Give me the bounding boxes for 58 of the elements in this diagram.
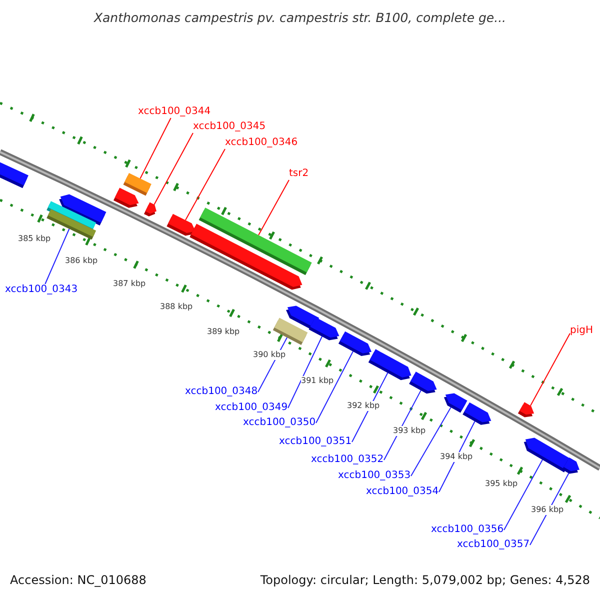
gene-feature [338, 331, 372, 356]
leader-line [410, 406, 452, 476]
gene-feature [272, 318, 308, 345]
gene-feature [409, 372, 437, 394]
leader-line [352, 372, 388, 442]
gene-feature [462, 402, 492, 425]
accession-text: Accession: NC_010688 [10, 573, 146, 588]
gene-feature [308, 317, 340, 340]
scale-label: 392 kbp [347, 401, 380, 411]
gene-feature [144, 202, 156, 216]
scale-label: 387 kbp [113, 279, 146, 289]
scale-label: 391 kbp [301, 376, 334, 386]
gene-feature [113, 188, 139, 208]
leader-line [140, 118, 172, 179]
gene-label: xccb100_0348 [185, 386, 258, 398]
scale-label: 393 kbp [393, 426, 426, 436]
leader-line [258, 180, 290, 236]
leader-line [154, 132, 194, 206]
scale-label: 386 kbp [65, 256, 98, 266]
gene-label: xccb100_0343 [5, 284, 78, 296]
leader-line [288, 336, 322, 408]
gene-label: pigH [570, 325, 593, 337]
gene-label: xccb100_0349 [215, 402, 288, 414]
gene-label: xccb100_0344 [138, 106, 211, 118]
leader-line [504, 459, 543, 530]
gene-label: xccb100_0352 [311, 454, 384, 466]
scale-label: 385 kbp [18, 234, 51, 244]
leader-line [44, 228, 70, 284]
gene-feature [368, 349, 412, 380]
leader-line [316, 350, 354, 424]
scale-label: 396 kbp [531, 505, 564, 515]
scale-label: 395 kbp [485, 479, 518, 489]
gene-feature [166, 214, 196, 236]
gene-label: xccb100_0351 [279, 436, 352, 448]
genome-summary-text: Topology: circular; Length: 5,079,002 bp; Genes: 4,528 [260, 573, 590, 588]
leader-line [438, 420, 476, 492]
scale-label: 390 kbp [253, 350, 286, 360]
leader-line [530, 332, 570, 406]
scale-label: 394 kbp [440, 452, 473, 462]
scale-label: 389 kbp [207, 327, 240, 337]
gene-feature [123, 173, 152, 196]
gene-label: xccb100_0354 [366, 486, 439, 498]
gene-feature [562, 457, 580, 474]
gene-feature [518, 402, 534, 418]
leader-line [530, 472, 570, 546]
gene-label: tsr2 [289, 168, 309, 180]
gene-label: xccb100_0346 [225, 137, 298, 149]
gene-feature [444, 393, 468, 413]
map-title: Xanthomonas campestris pv. campestris str. B100, complete ge... [92, 10, 508, 25]
scale-label: 388 kbp [160, 302, 193, 312]
leader-line [184, 148, 226, 221]
gene-label: xccb100_0345 [193, 121, 266, 133]
gene-label: xccb100_0350 [243, 417, 316, 429]
gene-label: xccb100_0357 [457, 539, 530, 551]
leader-line [384, 390, 422, 460]
gene-label: xccb100_0353 [338, 470, 411, 482]
gene-label: xccb100_0356 [431, 524, 504, 536]
gene-feature [190, 224, 302, 290]
